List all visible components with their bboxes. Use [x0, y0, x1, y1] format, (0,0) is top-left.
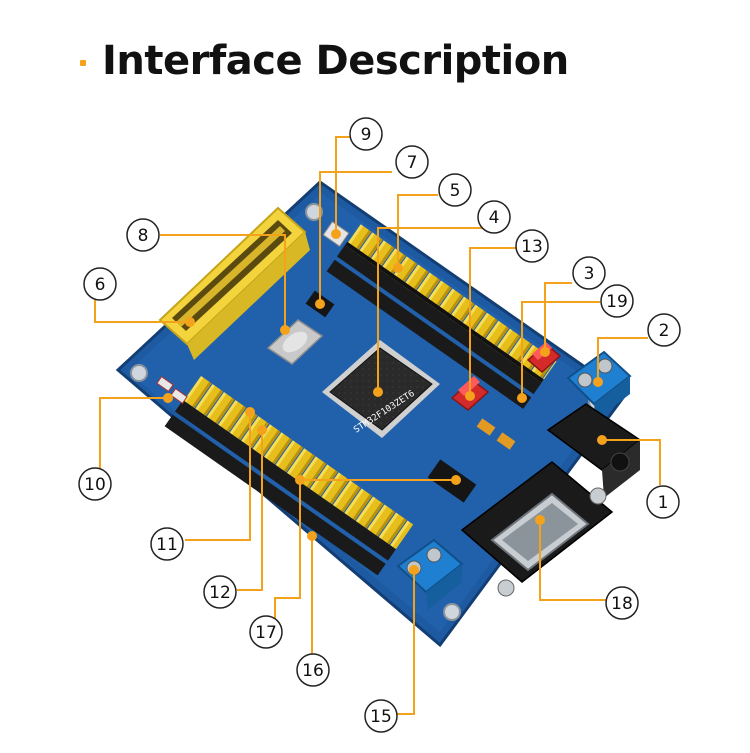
callout-label: 8: [138, 226, 149, 246]
indicator-led: [156, 376, 174, 392]
callout-3: [572, 256, 606, 290]
bottom-pin-header: [164, 375, 414, 576]
callouts: [78, 117, 681, 733]
callout-6: [83, 267, 117, 301]
callout-label: 6: [95, 275, 106, 295]
mounting-hole: [130, 364, 148, 382]
callout-labels: 1 2 3 4 5 6 7 8 9 10 11 12 13 15 16 17 1…: [84, 125, 669, 727]
callout-label: 1: [658, 493, 669, 513]
callout-8: [126, 218, 160, 252]
title-row: Interface Description: [80, 38, 569, 84]
title-bullet: [80, 60, 86, 66]
capacitor: [476, 418, 496, 436]
callout-label: 4: [489, 208, 500, 228]
callout-18: [605, 586, 639, 620]
callout-label: 12: [209, 583, 231, 603]
capacitor: [496, 432, 516, 450]
mounting-hole: [443, 603, 461, 621]
callout-label: 19: [606, 292, 628, 312]
callout-label: 5: [450, 181, 461, 201]
callout-label: 9: [361, 125, 372, 145]
callout-label: 2: [659, 321, 670, 341]
callout-label: 10: [84, 475, 106, 495]
crystal-oscillator: [266, 319, 324, 365]
callout-13: [515, 229, 549, 263]
page-title: Interface Description: [102, 38, 569, 84]
callout-16: [296, 653, 330, 687]
callout-label: 7: [407, 153, 418, 173]
callout-19: [600, 284, 634, 318]
callout-5: [438, 173, 472, 207]
callout-label: 3: [584, 264, 595, 284]
callout-label: 17: [255, 623, 277, 643]
marker-dots: [163, 229, 607, 575]
callout-17: [249, 615, 283, 649]
indicator-led: [170, 388, 188, 404]
callout-9: [349, 117, 383, 151]
callout-12: [203, 575, 237, 609]
idc-connector: [158, 206, 310, 360]
callout-label: 11: [156, 535, 178, 555]
callout-label: 18: [611, 594, 633, 614]
callout-1: [646, 485, 680, 519]
mounting-hole: [305, 203, 323, 221]
callout-2: [647, 313, 681, 347]
callout-label: 13: [521, 237, 543, 257]
callout-label: 15: [370, 707, 392, 727]
callout-4: [477, 200, 511, 234]
callout-10: [78, 467, 112, 501]
callout-15: [364, 699, 398, 733]
callout-11: [150, 527, 184, 561]
leader-lines: [94, 136, 661, 715]
callout-label: 16: [302, 661, 324, 681]
callout-7: [395, 145, 429, 179]
